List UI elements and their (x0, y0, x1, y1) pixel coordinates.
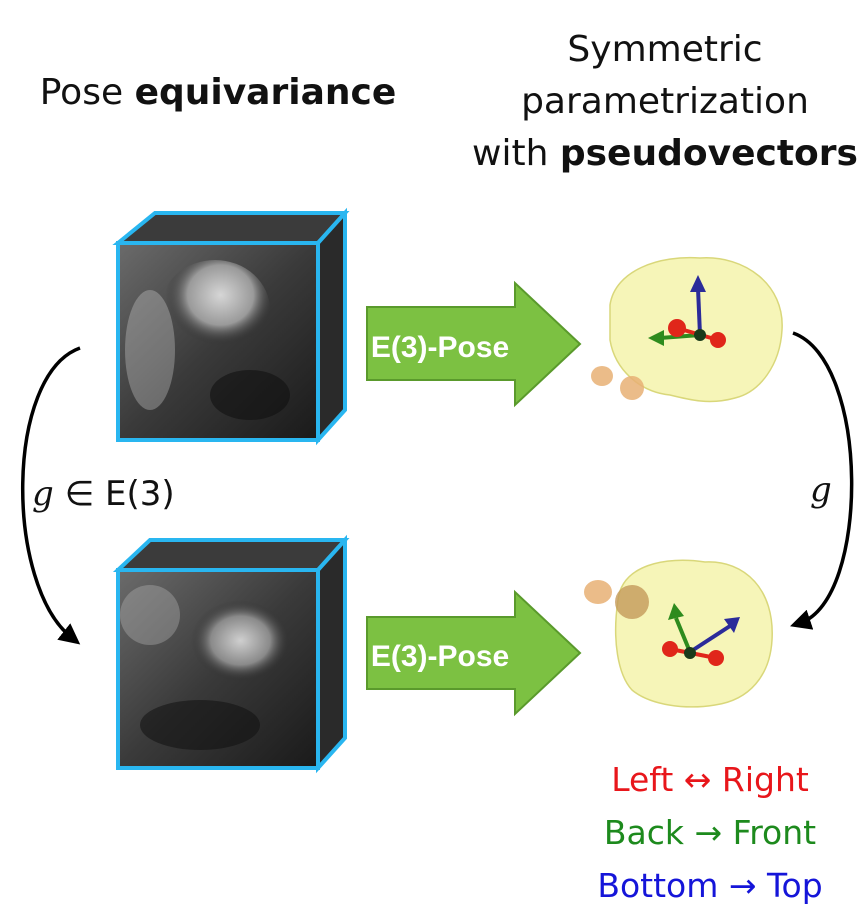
left-title-bold: equivariance (134, 72, 397, 113)
right-curved-arrow (790, 331, 854, 630)
right-group-label: g (810, 470, 832, 510)
top-cube-side-face (316, 207, 347, 446)
bottom-cube-brain-region (180, 600, 290, 690)
top-cube-brain-region (160, 260, 270, 360)
right-title-line3: with pseudovectors (455, 128, 863, 180)
top-arrow-label: E(3)-Pose (371, 331, 509, 364)
right-title: Symmetric parametrization with pseudovec… (455, 24, 863, 180)
left-group-symbol: g (32, 474, 54, 514)
left-group-label: g ∈ E(3) (32, 474, 175, 514)
legend-back-front: Back → Front (603, 813, 817, 852)
bottom-cube-dark-region (140, 700, 260, 750)
bottom-mri-cube (112, 534, 350, 774)
top-mesh-small-blob-1 (591, 366, 613, 386)
right-title-prefix: with (472, 133, 560, 174)
bottom-axis-green (674, 617, 692, 653)
top-axis-blue (696, 287, 702, 336)
right-title-line1: Symmetric (567, 29, 763, 70)
bottom-brain-mesh (584, 559, 773, 708)
top-axis-green (659, 333, 701, 340)
legend-left-right: Left ↔ Right (611, 760, 809, 799)
legend-bottom-top: Bottom → Top (597, 866, 823, 905)
right-title-bold: pseudovectors (559, 133, 858, 174)
bottom-arrow-label: E(3)-Pose (371, 640, 509, 673)
bottom-cube-top-face (112, 538, 350, 572)
left-group-rest: ∈ E(3) (53, 474, 175, 514)
left-curved-arrow (21, 346, 81, 645)
bottom-green-arrow (366, 589, 582, 717)
top-mesh-small-blob-2 (620, 376, 644, 400)
top-cube-bright-edge (125, 290, 175, 410)
bottom-mesh-small-blob-1 (584, 580, 612, 604)
top-brain-mesh (591, 256, 783, 403)
bottom-cube-bright-edge (120, 585, 180, 645)
top-cube-dark-region (210, 370, 290, 420)
left-title: Pose equivariance (18, 72, 418, 113)
bottom-mesh-small-blob-2 (615, 585, 649, 619)
bottom-axis-blue (688, 624, 732, 654)
right-title-line2: parametrization (521, 81, 809, 122)
bottom-cube-side-face (316, 534, 347, 774)
top-green-arrow (366, 280, 582, 408)
left-title-prefix: Pose (39, 72, 135, 113)
top-cube-top-face (112, 211, 350, 245)
top-mri-cube (112, 207, 350, 446)
